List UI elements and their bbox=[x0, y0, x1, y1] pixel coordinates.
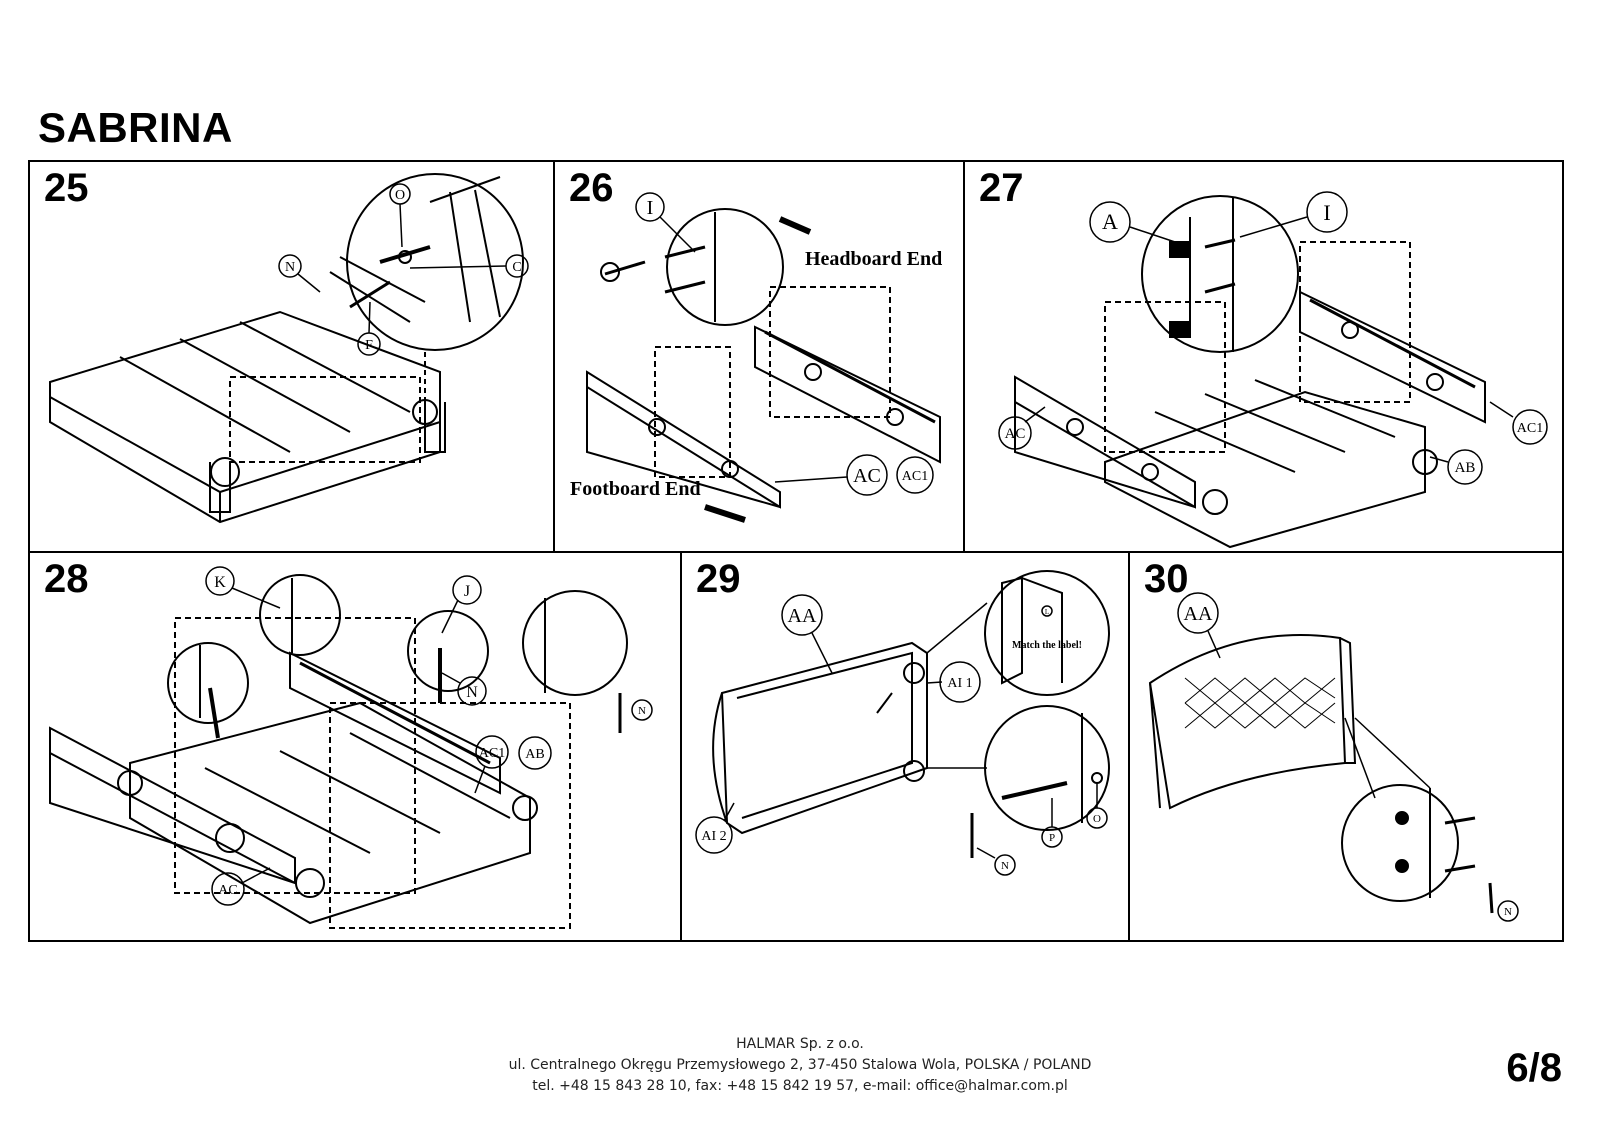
callout-label: AI 2 bbox=[701, 829, 726, 844]
callout-label: AC1 bbox=[902, 469, 928, 484]
callout-label: I bbox=[1323, 200, 1330, 225]
callout-label: O bbox=[1093, 813, 1101, 825]
company-address: ul. Centralnego Okręgu Przemysłowego 2, … bbox=[508, 1057, 1092, 1073]
callout-label: AC bbox=[853, 465, 881, 487]
callout-label: AI 1 bbox=[947, 676, 972, 691]
step-27-illustration: A I AC AC1 AB bbox=[998, 191, 1548, 549]
callout-label: N bbox=[1504, 906, 1512, 918]
company-contact: tel. +48 15 843 28 10, fax: +48 15 842 1… bbox=[532, 1078, 1068, 1094]
company-name: HALMAR Sp. z o.o. bbox=[736, 1036, 864, 1052]
callout-label: AC1 bbox=[479, 746, 505, 761]
callout-label: AC bbox=[1005, 426, 1026, 442]
page-number: 6/8 bbox=[1506, 1046, 1562, 1090]
callout-label: N bbox=[638, 705, 646, 717]
callout-label: AA bbox=[788, 605, 817, 627]
callout-label: N bbox=[466, 684, 478, 701]
step-number: 29 bbox=[696, 557, 741, 601]
footboard-end-note: Footboard End bbox=[570, 478, 701, 500]
callout-label: J bbox=[464, 583, 470, 600]
callout-label: F bbox=[365, 338, 373, 353]
company-footer: HALMAR Sp. z o.o. ul. Centralnego Okręgu… bbox=[0, 1034, 1600, 1097]
callout-label: P bbox=[1049, 832, 1055, 844]
step-25-illustration: O C N F bbox=[49, 173, 529, 524]
step-number: 25 bbox=[44, 166, 89, 210]
callout-label: AB bbox=[525, 747, 544, 762]
callout-label: N bbox=[1001, 860, 1009, 872]
step-number: 26 bbox=[569, 166, 614, 210]
step-29-panel: 29 bbox=[682, 553, 1130, 942]
callout-label: AA bbox=[1184, 603, 1213, 625]
step-30-illustration: AA N bbox=[1148, 592, 1519, 922]
callout-label: A bbox=[1102, 209, 1118, 234]
step-number: 27 bbox=[979, 166, 1024, 210]
step-27-panel: 27 bbox=[965, 162, 1562, 553]
callout-label: C bbox=[512, 260, 521, 275]
document-title: SABRINA bbox=[38, 104, 233, 151]
callout-label: K bbox=[214, 574, 226, 591]
callout-label: N bbox=[285, 260, 295, 275]
step-number: 30 bbox=[1144, 557, 1189, 601]
step-26-illustration: I AC AC1 Headboard End Footboard End bbox=[570, 192, 942, 523]
step-26-panel: 26 bbox=[555, 162, 965, 553]
instructions-frame: 25 bbox=[28, 160, 1564, 942]
callout-label: AB bbox=[1455, 460, 1476, 476]
step-25-panel: 25 bbox=[30, 162, 555, 553]
step-30-panel: 30 AA bbox=[1130, 553, 1562, 942]
callout-label: AC1 bbox=[1517, 421, 1543, 436]
headboard-end-note: Headboard End bbox=[805, 248, 942, 270]
match-label-note: Match the label! bbox=[1012, 640, 1082, 651]
step-number: 28 bbox=[44, 557, 89, 601]
callout-label: AC bbox=[218, 883, 237, 898]
step-28-illustration: K J N AC1 AB AC N bbox=[49, 566, 653, 929]
callout-label: O bbox=[395, 188, 405, 203]
callout-label: I bbox=[647, 197, 654, 219]
callout-label: L bbox=[1045, 608, 1049, 616]
step-28-panel: 28 bbox=[30, 553, 682, 942]
step-29-illustration: AA AI 1 AI 2 P O N L Match the label! bbox=[695, 570, 1110, 876]
